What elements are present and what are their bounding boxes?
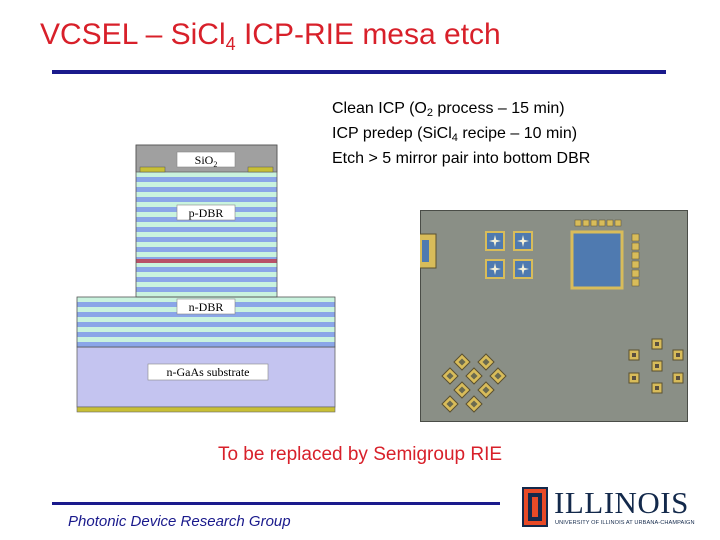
p-dbr-layer [136,282,277,287]
border-mark [631,260,640,269]
p-dbr-layer [136,247,277,252]
p-dbr-layer [136,277,277,282]
bottom-contact [76,406,336,413]
border-mark [582,219,590,227]
cross-pad-array [485,231,533,279]
square-pad-center [655,386,659,390]
square-pad-center [655,342,659,346]
diamond-pad-array [441,353,507,413]
border-mark [590,219,598,227]
p-dbr-layer [136,202,277,207]
star-icon [517,235,529,247]
title-main: VCSEL – SiCl [40,18,226,51]
diamond-pad-center [470,372,478,380]
block-i-icon [522,487,548,527]
star-icon [517,263,529,275]
p-dbr-layer [136,262,277,267]
p-dbr-layer [136,197,277,202]
top-contact-left [139,166,166,173]
title-subscript: 4 [225,34,236,54]
n-dbr-layer [77,342,335,347]
p-dbr-layer [136,182,277,187]
logo-subtitle: UNIVERSITY OF ILLINOIS AT URBANA-CHAMPAI… [555,520,695,526]
large-device-pad [570,230,624,290]
p-dbr-layer [136,292,277,297]
square-pad-center [632,353,636,357]
border-mark [631,278,640,287]
diamond-pad-center [458,386,466,394]
active-region [136,259,277,263]
square-pad-center [676,353,680,357]
star-icon [489,235,501,247]
substrate-label: n-GaAs substrate [167,365,250,379]
process-note-1: Clean ICP (O2 process – 15 min) [332,100,565,119]
top-contact-right [247,166,274,173]
square-pad-center [655,364,659,368]
p-dbr-layer [136,232,277,237]
diamond-pad-center [446,372,454,380]
title-rest: ICP-RIE mesa etch [235,18,501,51]
square-pad-center [632,376,636,380]
oxide-label: SiO2 [195,153,218,169]
n-dbr-label: n-DBR [189,300,224,314]
title-underline [52,70,666,74]
p-dbr-layer [136,237,277,242]
star-icon [489,263,501,275]
logo-wordmark: ILLINOIS [554,485,689,520]
border-mark [574,219,582,227]
p-dbr-layer [136,177,277,182]
border-mark [598,219,606,227]
diamond-pad-center [446,400,454,408]
square-pad-center [676,376,680,380]
process-note-2: ICP predep (SiCl4 recipe – 10 min) [332,125,578,144]
border-mark [606,219,614,227]
process-note-3: Etch > 5 mirror pair into bottom DBR [332,150,591,167]
p-dbr-layer [136,252,277,257]
border-mark [614,219,622,227]
p-dbr-layer [136,222,277,227]
p-dbr-label: p-DBR [189,206,224,220]
p-dbr-layer [136,287,277,292]
p-dbr-layer [136,272,277,277]
n-dbr-layer [77,312,335,317]
n-dbr-layer [77,317,335,322]
illinois-logo: ILLINOIS UNIVERSITY OF ILLINOIS AT URBAN… [522,487,712,531]
diamond-pad-center [482,386,490,394]
p-dbr-layer [136,227,277,232]
diamond-pad-center [458,358,466,366]
footer-rule [52,502,500,505]
border-marks [574,219,640,287]
border-mark [631,251,640,260]
border-mark [631,233,640,242]
n-dbr-layer [77,327,335,332]
replacement-note: To be replaced by Semigroup RIE [217,444,503,465]
p-dbr-stack [136,172,277,297]
square-pad-array [628,338,684,394]
p-dbr-layer [136,187,277,192]
footer-group-name: Photonic Device Research Group [68,513,291,530]
diamond-pad-center [470,400,478,408]
p-dbr-layer [136,192,277,197]
process-notes: Clean ICP (O2 process – 15 min) ICP pred… [332,96,590,171]
border-mark [631,269,640,278]
n-dbr-layer [77,337,335,342]
diamond-pad-center [494,372,502,380]
n-dbr-layer [77,332,335,337]
p-dbr-layer [136,267,277,272]
border-mark [631,242,640,251]
n-dbr-layer [77,322,335,327]
slide-title: VCSEL – SiCl4 ICP-RIE mesa etch [40,18,501,54]
p-dbr-layer [136,242,277,247]
micrograph-image [420,210,688,422]
p-dbr-layer [136,172,277,177]
diamond-pad-center [482,358,490,366]
